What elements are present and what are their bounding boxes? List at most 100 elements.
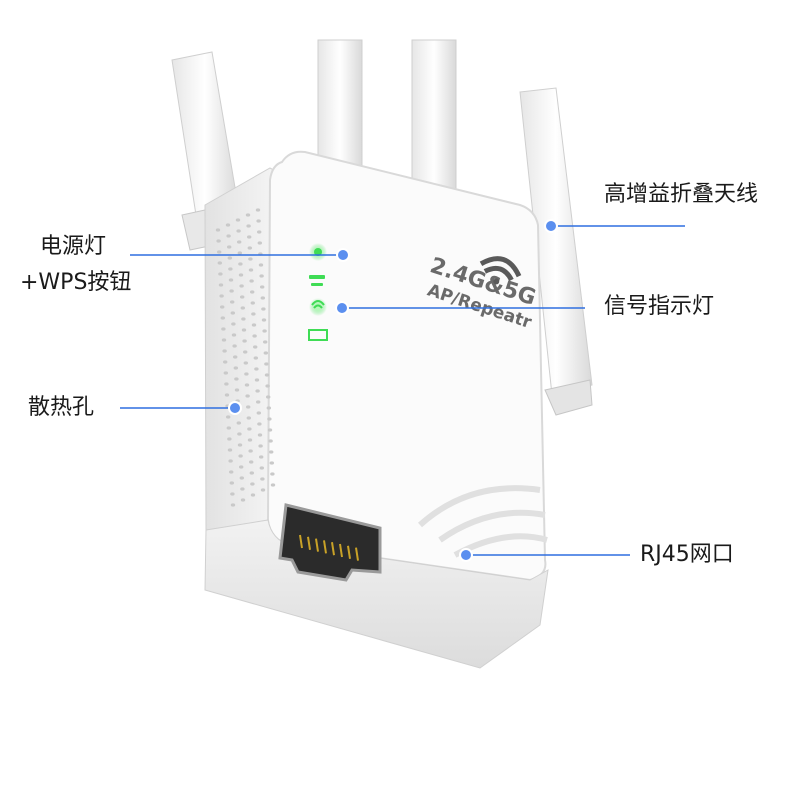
vent-hole bbox=[240, 306, 245, 310]
callout-dot-signal bbox=[335, 301, 349, 315]
port-pin bbox=[323, 540, 327, 554]
vent-hole bbox=[262, 329, 267, 333]
vent-hole bbox=[220, 305, 225, 309]
port-pin bbox=[315, 538, 319, 552]
status-leds bbox=[308, 243, 328, 341]
vent-hole bbox=[269, 461, 274, 465]
vent-hole bbox=[270, 472, 275, 476]
vent-hole bbox=[265, 384, 270, 388]
wifi-icon bbox=[479, 256, 522, 285]
vent-hole bbox=[237, 443, 243, 447]
vent-hole bbox=[243, 350, 248, 354]
vent-hole bbox=[260, 296, 265, 300]
lan-led-icon bbox=[308, 329, 328, 341]
vent-hole bbox=[219, 294, 224, 298]
port-pin bbox=[307, 536, 311, 550]
vent-hole bbox=[264, 362, 269, 366]
vent-hole bbox=[240, 487, 245, 491]
vent-hole bbox=[256, 400, 261, 404]
vent-hole bbox=[254, 367, 259, 371]
vent-hole bbox=[250, 493, 256, 497]
vent-hole bbox=[224, 382, 229, 386]
vent-hole bbox=[253, 345, 258, 349]
vent-hole bbox=[249, 460, 254, 464]
vent-hole bbox=[237, 240, 242, 244]
vent-hole bbox=[222, 349, 227, 353]
vent-hole bbox=[250, 482, 255, 486]
vent-hole bbox=[242, 339, 247, 343]
vent-hole bbox=[229, 470, 234, 474]
vent-hole bbox=[245, 394, 250, 398]
vent-hole bbox=[267, 428, 273, 432]
vent-holes bbox=[215, 208, 276, 507]
vent-hole bbox=[240, 295, 245, 299]
vent-hole bbox=[232, 344, 237, 348]
vent-hole bbox=[246, 416, 251, 420]
vent-hole bbox=[239, 476, 244, 480]
callouts bbox=[120, 219, 685, 562]
vent-hole bbox=[246, 405, 251, 409]
wifi-led-icon bbox=[309, 275, 325, 279]
vent-hole bbox=[218, 283, 224, 287]
vent-hole bbox=[248, 268, 254, 272]
vent-hole bbox=[225, 223, 231, 227]
vent-hole bbox=[253, 356, 258, 360]
vent-hole bbox=[228, 459, 233, 463]
vent-hole bbox=[238, 454, 243, 458]
vent-hole bbox=[226, 234, 231, 238]
vent-hole bbox=[221, 327, 226, 331]
vent-hole bbox=[258, 263, 264, 267]
vent-hole bbox=[248, 449, 253, 453]
vent-hole bbox=[239, 284, 244, 288]
vent-hole bbox=[266, 395, 271, 399]
vent-hole bbox=[257, 241, 262, 245]
antenna-far-right bbox=[519, 87, 593, 396]
vent-hole bbox=[259, 274, 264, 278]
vent-hole bbox=[237, 251, 242, 255]
vent-hole bbox=[260, 488, 266, 492]
vent-hole bbox=[248, 257, 253, 261]
vent-hole bbox=[223, 360, 228, 364]
signal-led-icon bbox=[311, 300, 325, 309]
antenna-label: 高增益折叠天线 bbox=[604, 182, 759, 207]
vent-hole bbox=[220, 316, 225, 320]
vent-hole bbox=[233, 366, 238, 370]
vent-hole bbox=[263, 351, 268, 355]
vent-hole bbox=[255, 389, 260, 393]
vent-hole bbox=[239, 465, 244, 469]
vent-hole bbox=[259, 466, 264, 470]
vent-hole bbox=[255, 208, 261, 212]
vent-hole bbox=[243, 361, 248, 365]
port-pin bbox=[339, 543, 343, 558]
vent-hole bbox=[226, 426, 231, 430]
vent-hole bbox=[266, 406, 271, 410]
antenna-far-left bbox=[171, 51, 239, 216]
vent-hole bbox=[227, 437, 232, 441]
vent-hole bbox=[261, 318, 267, 322]
port-pin bbox=[299, 534, 303, 549]
vent-hole bbox=[234, 377, 239, 381]
vent-hole bbox=[254, 378, 260, 382]
vent-hole bbox=[223, 371, 228, 375]
vent-hole bbox=[261, 307, 266, 311]
vent-hole bbox=[238, 262, 243, 266]
vent-label: 散热孔 bbox=[28, 395, 95, 420]
vent-hole bbox=[229, 289, 234, 293]
vent-hole bbox=[216, 239, 221, 243]
vent-hole bbox=[230, 492, 235, 496]
vent-hole bbox=[244, 383, 250, 387]
vent-hole bbox=[228, 267, 233, 271]
vent-hole bbox=[241, 328, 247, 332]
vent-hole bbox=[260, 285, 265, 289]
vent-hole bbox=[250, 301, 255, 305]
vent-hole bbox=[247, 235, 252, 239]
vent-hole bbox=[235, 218, 241, 222]
vent-hole bbox=[244, 372, 249, 376]
vent-hole bbox=[224, 393, 230, 397]
vent-hole bbox=[251, 312, 256, 316]
vent-hole bbox=[251, 323, 257, 327]
vent-hole bbox=[246, 224, 251, 228]
vent-hole bbox=[249, 471, 254, 475]
wps-button-label: +WPS按钮 bbox=[20, 270, 132, 295]
